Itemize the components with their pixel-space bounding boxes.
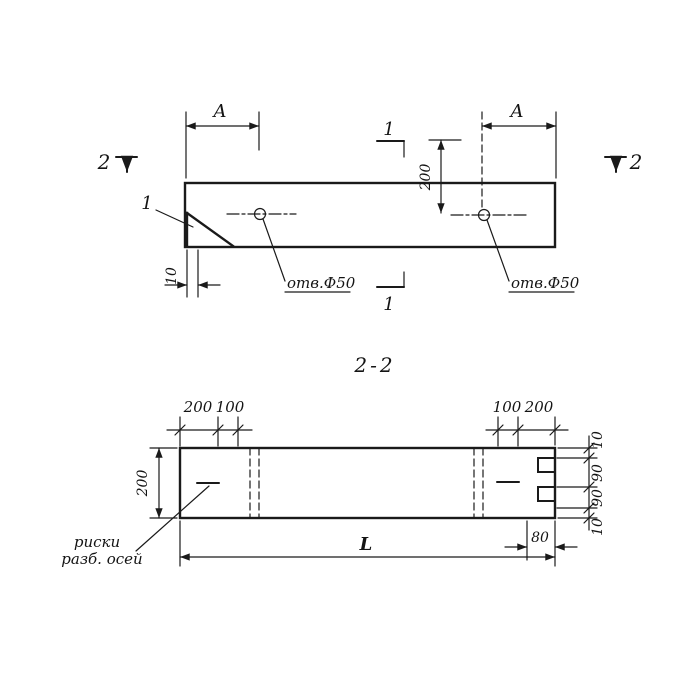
section-outline [178, 446, 557, 520]
dim-length-label: L [359, 534, 373, 555]
dim-100-top-left-label: 100 [216, 398, 245, 416]
hole-left: отв.Ф50 [226, 207, 356, 293]
section-mark-1-bottom: 1 [376, 271, 405, 315]
axis-note: риски разб. осей [61, 485, 210, 568]
section-1-bottom-label: 1 [383, 294, 394, 315]
dim-200-label: 200 [418, 164, 434, 192]
dim-height-label: 200 [135, 470, 151, 498]
section-mark-1-top: 1 [376, 119, 405, 158]
section-1-top-label: 1 [383, 119, 394, 140]
dim-right-90-bottom-label: 90 [590, 489, 606, 507]
dim-200-top-view: 200 [418, 139, 462, 214]
axis-dashed-lines [249, 447, 484, 519]
notch-top [537, 457, 556, 473]
dim-a-right-label: A [509, 101, 524, 122]
dim-length: L [179, 520, 556, 567]
section-mark-2-right: 2 [604, 150, 643, 174]
dim-a-left: A [185, 101, 260, 179]
dim-80: 80 [504, 520, 578, 561]
edge-notches [537, 457, 556, 502]
dim-200-top-left-label: 200 [183, 398, 213, 416]
hole-right-note: отв.Ф50 [511, 274, 580, 292]
dim-height-left: 200 [135, 447, 178, 519]
dim-right-90-top-label: 90 [590, 464, 606, 482]
dim-a-right: A [481, 101, 557, 208]
hole-left-note: отв.Ф50 [287, 274, 356, 292]
notch-bottom [537, 486, 556, 502]
detail-callout-label: 1 [141, 193, 152, 214]
axis-note-line1: риски [74, 533, 120, 551]
dim-100-top-right-label: 100 [493, 398, 522, 416]
dim-10-top-view: 10 [164, 249, 221, 298]
dim-a-left-label: A [212, 101, 227, 122]
top-view: 1 A A 2 2 1 [97, 101, 643, 315]
section-2-right-label: 2 [629, 150, 643, 174]
dim-right-10-top-label: 10 [590, 431, 606, 449]
dims-top-left: 200 100 [166, 398, 253, 447]
dim-10-label: 10 [164, 267, 180, 285]
section-view: 2-2 200 100 [61, 353, 606, 568]
axis-note-leader [135, 485, 210, 552]
dims-right-side: 10 90 90 10 [556, 431, 606, 536]
dim-200-top-right-label: 200 [524, 398, 554, 416]
dim-80-label: 80 [531, 530, 549, 546]
panel-outline [183, 181, 557, 249]
corner-detail-triangle [185, 211, 235, 248]
dims-top-right: 100 200 [485, 398, 569, 447]
dim-right-10-bottom-label: 10 [590, 518, 606, 536]
axis-note-line2: разб. осей [61, 550, 142, 568]
hole-left-leader [262, 218, 286, 282]
section-view-title: 2-2 [353, 353, 395, 377]
hole-right: отв.Ф50 [450, 208, 580, 293]
detail-leader-line [155, 209, 194, 228]
section-mark-2-left: 2 [97, 150, 138, 174]
hole-right-leader [486, 219, 510, 282]
section-2-left-label: 2 [97, 150, 111, 174]
